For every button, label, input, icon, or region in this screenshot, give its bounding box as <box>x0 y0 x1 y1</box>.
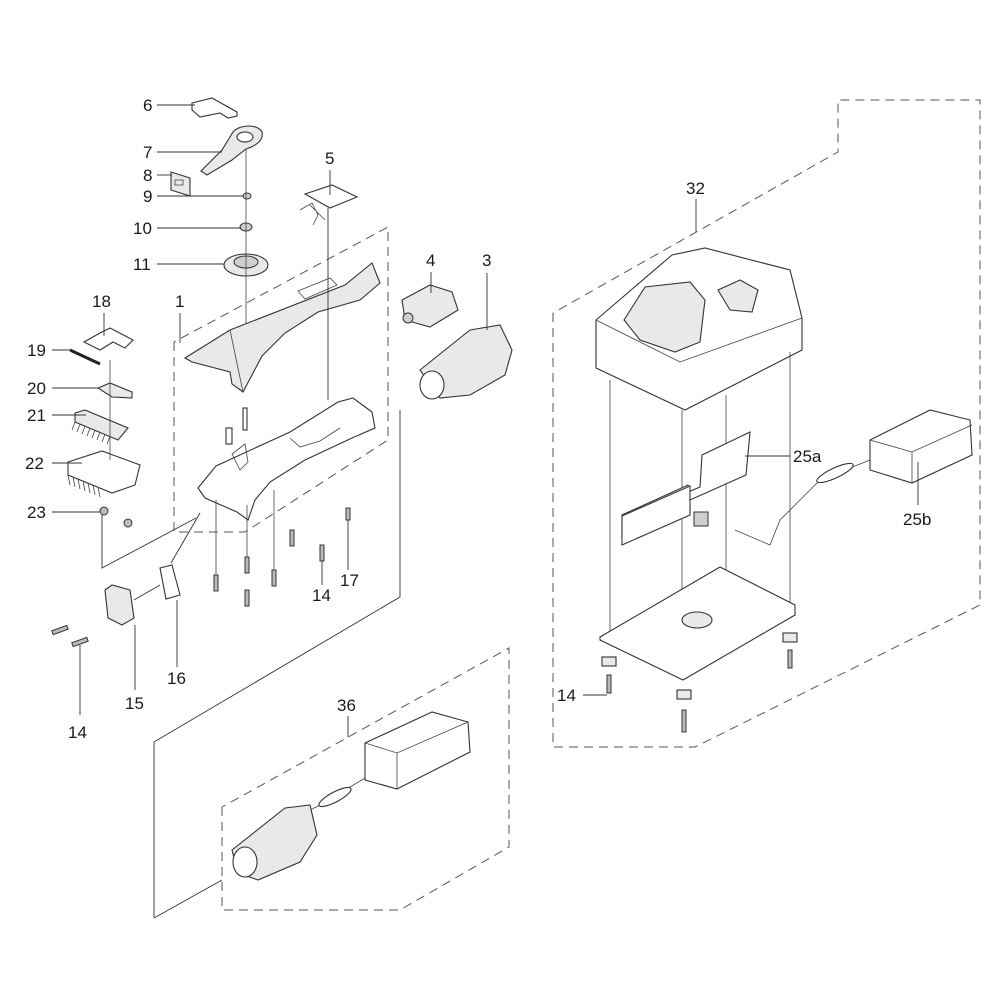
comb-blade-teeth <box>67 474 101 498</box>
group-boundary-charging-stand <box>552 99 981 748</box>
charging-stand-slot-small <box>717 279 759 313</box>
battery-set-pack-end <box>232 846 258 878</box>
charger-board-panel <box>621 485 691 546</box>
group-boundary-battery-charger <box>221 647 510 911</box>
callout-32: 32 <box>686 179 705 198</box>
callout-21: 21 <box>27 406 46 425</box>
callout-15: 15 <box>125 694 144 713</box>
drive-lever-part <box>200 125 263 176</box>
rubber-foot <box>601 656 617 667</box>
circuit-board-legs <box>299 202 326 226</box>
blade-spring-clip-part <box>82 327 134 351</box>
leader-holder-to-guard <box>133 584 161 601</box>
callout-10: 10 <box>133 219 152 238</box>
screw <box>289 529 295 547</box>
shell-edge <box>229 329 244 393</box>
screw <box>271 569 277 587</box>
callout-36: 36 <box>337 696 356 715</box>
screw <box>213 574 219 592</box>
leader-lines <box>52 104 919 737</box>
circuit-board-part <box>303 184 359 209</box>
callout-20: 20 <box>27 379 46 398</box>
retaining-clip-part <box>242 192 252 200</box>
screw <box>51 624 69 636</box>
screw <box>319 544 325 562</box>
stand-base-plate-disc <box>681 611 713 629</box>
blade-screw-part-2 <box>123 518 133 528</box>
callout-17: 17 <box>340 571 359 590</box>
callout-4: 4 <box>426 251 435 270</box>
blade-screw-part <box>99 506 109 516</box>
screw <box>787 649 793 669</box>
motor-shaft <box>402 312 414 324</box>
group-boundary-clipper-housing <box>173 226 389 533</box>
callout-19: 19 <box>27 341 46 360</box>
battery-pack-end <box>419 370 445 400</box>
cutting-blade-part <box>74 409 129 441</box>
power-adapter-top <box>869 424 973 483</box>
rubber-foot <box>782 632 798 643</box>
bracket-plate-part <box>191 97 238 119</box>
clipper-top-shell-part <box>183 262 381 393</box>
comb-blade-part <box>67 450 141 494</box>
drive-lever-hole <box>236 131 254 143</box>
clipper-lower-housing-part <box>197 397 376 521</box>
blade-guide-part <box>96 382 133 399</box>
callout-7: 7 <box>143 143 152 162</box>
blade-holder-part <box>104 584 135 626</box>
callout-16: 16 <box>167 669 186 688</box>
battery-set-charger-part <box>364 711 471 790</box>
screw <box>244 556 250 574</box>
battery-set-ferrite <box>318 786 352 808</box>
callout-9: 9 <box>143 187 152 206</box>
power-adapter-part <box>869 409 973 484</box>
callout-14-holder: 14 <box>68 723 87 742</box>
callout-11: 11 <box>133 255 151 274</box>
screw <box>345 507 351 521</box>
lever-pad-slot <box>174 179 184 186</box>
battery-set-charger-top <box>364 721 469 789</box>
clipper-screws <box>51 490 351 648</box>
outer-boundary-bottom <box>153 879 223 919</box>
callout-25b: 25b <box>903 510 931 529</box>
callout-5: 5 <box>325 149 334 168</box>
cutting-blade-teeth <box>71 421 111 445</box>
callout-23: 23 <box>27 503 46 522</box>
charging-stand-top <box>595 317 803 363</box>
callout-25a: 25a <box>793 447 822 466</box>
rubber-foot <box>676 689 692 700</box>
callout-6: 6 <box>143 96 152 115</box>
clipper-top-shell-vent <box>297 277 338 300</box>
callout-14-clipper: 14 <box>312 586 331 605</box>
clipper-pin-a <box>225 427 233 445</box>
charging-stand-slot-main <box>623 281 706 353</box>
charger-board-connector <box>693 511 709 527</box>
callout-18: 18 <box>92 292 111 311</box>
callout-3: 3 <box>482 251 491 270</box>
callout-1: 1 <box>175 292 184 311</box>
screw <box>244 589 250 607</box>
callout-14-stand: 14 <box>557 686 576 705</box>
screw <box>71 636 89 648</box>
clipper-pin-b <box>242 407 248 431</box>
blade-guard-plate-part <box>159 564 181 600</box>
clipper-lower-housing-detail <box>231 427 341 471</box>
group-boundary-outer <box>153 410 401 918</box>
leader-guard-to-clipper <box>170 512 201 564</box>
screw <box>681 709 687 733</box>
pin-part <box>69 348 101 366</box>
cable-ferrite <box>816 462 854 484</box>
charger-cable <box>734 459 871 546</box>
callout-8: 8 <box>143 166 152 185</box>
callout-labels: 6 7 8 9 10 11 5 1 4 3 18 19 20 21 22 23 … <box>25 96 931 742</box>
callout-22: 22 <box>25 454 44 473</box>
lever-pad-part <box>170 171 191 197</box>
blade-assembly-leader <box>101 515 197 569</box>
screw <box>606 674 612 694</box>
